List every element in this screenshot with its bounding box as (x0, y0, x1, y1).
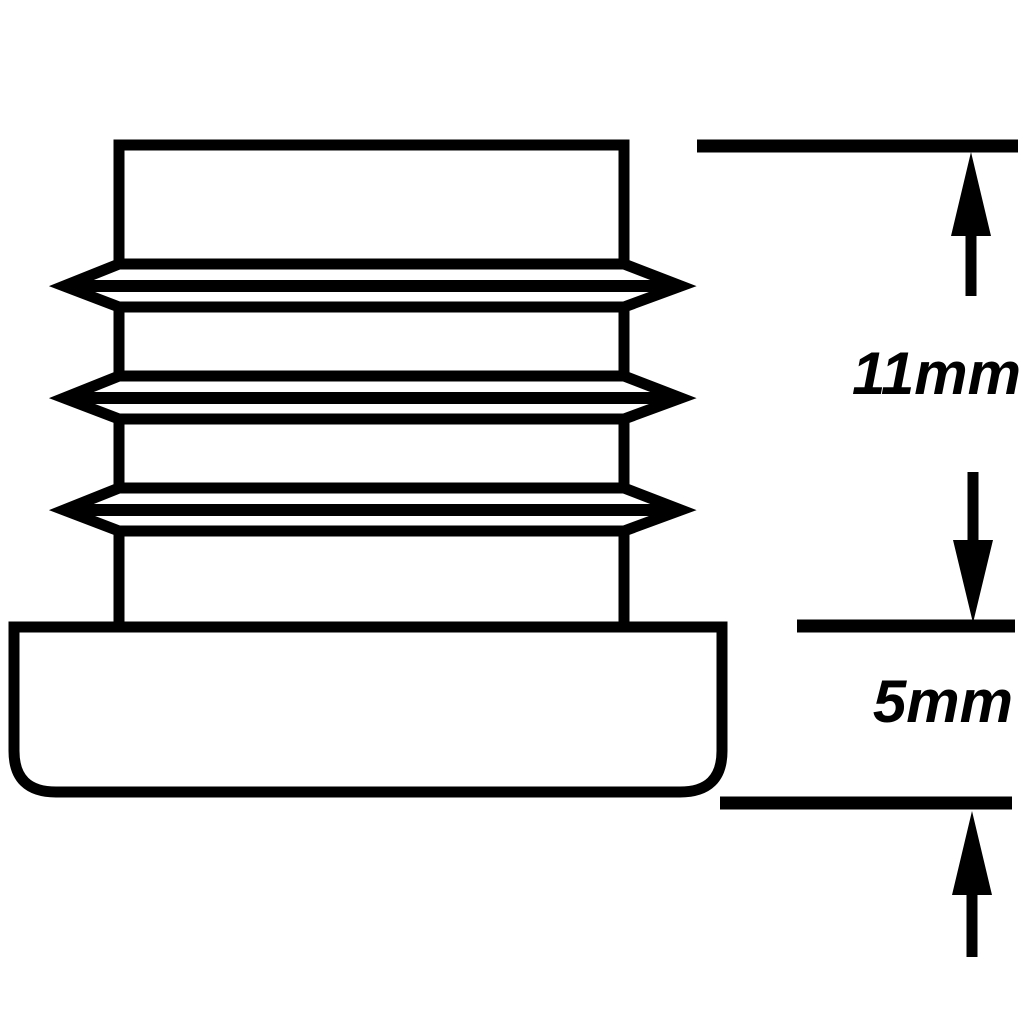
plug-rib-2 (48, 370, 697, 425)
plug-base-cap (8, 621, 728, 798)
arrow-down-icon-11mm (953, 472, 993, 623)
plug-rib-3 (48, 482, 697, 537)
dimension-label-lower: 5mm (873, 668, 1013, 735)
plug-rib-1 (48, 258, 697, 313)
dimension-label-upper: 11mm (852, 340, 1021, 407)
arrow-up-icon-11mm (951, 152, 991, 296)
arrow-up-icon-5mm (952, 811, 992, 957)
